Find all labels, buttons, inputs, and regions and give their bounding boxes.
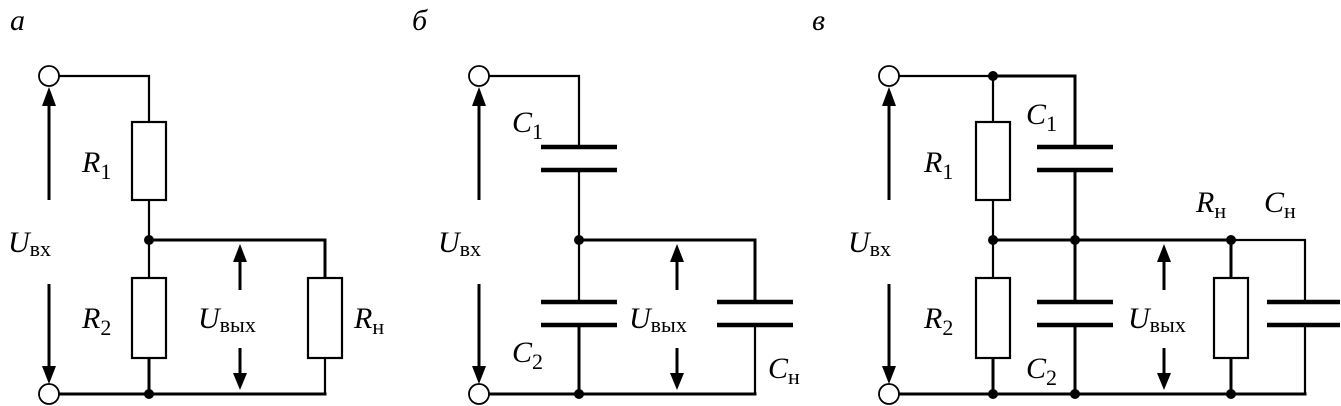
- input-terminal-top: [878, 65, 900, 87]
- arrowhead-icon: [882, 366, 896, 384]
- capacitor-cn: [717, 299, 793, 328]
- junction-dot: [988, 235, 998, 245]
- label-c1: C1: [1026, 98, 1057, 136]
- panel-v: в: [812, 4, 1340, 405]
- panel-b: б: [412, 4, 800, 405]
- resistor-r2: [130, 276, 168, 360]
- junction-dot: [1070, 235, 1080, 245]
- wire-top: [487, 74, 581, 149]
- label-rn: Rн: [353, 302, 384, 339]
- arrowhead-icon: [670, 244, 684, 262]
- wire-top-right: [991, 74, 1077, 149]
- label-r2: R2: [923, 302, 953, 340]
- wire-output-top: [147, 238, 327, 280]
- resistor-r2: [974, 276, 1012, 360]
- capacitor-cn: [1267, 299, 1340, 328]
- label-cn: Cн: [768, 352, 800, 389]
- capacitor-c1: [1037, 144, 1113, 173]
- resistor-r1: [974, 120, 1012, 202]
- junction-dot: [144, 235, 154, 245]
- junction-dot: [988, 389, 998, 399]
- arrowhead-icon: [1157, 373, 1171, 390]
- arrowhead-icon: [472, 366, 486, 384]
- label-cn: Cн: [1264, 186, 1296, 223]
- panel-v-letter: в: [812, 4, 825, 37]
- panel-a: а R1 R2 Uвх Uвых Rн: [8, 4, 384, 405]
- wire-top: [57, 74, 151, 124]
- junction-dot: [988, 71, 998, 81]
- junction-dot: [1226, 235, 1236, 245]
- arrowhead-icon: [233, 373, 247, 390]
- arrowhead-icon: [472, 87, 486, 106]
- input-terminal-bottom: [878, 383, 900, 405]
- arrowhead-icon: [233, 244, 247, 262]
- wire-output-top: [577, 238, 757, 304]
- junction-dot: [144, 389, 154, 399]
- input-terminal-top: [38, 65, 60, 87]
- capacitor-c2: [541, 299, 617, 328]
- resistor-r1: [130, 120, 168, 202]
- arrowhead-icon: [1157, 244, 1171, 262]
- arrowhead-icon: [42, 366, 56, 384]
- label-u-out: Uвых: [1128, 302, 1186, 337]
- arrowhead-icon: [42, 87, 56, 106]
- junction-dot: [1226, 389, 1236, 399]
- label-c2: C2: [1026, 352, 1057, 390]
- label-r1: R1: [923, 146, 953, 184]
- label-u-in: Uвх: [438, 226, 481, 261]
- resistor-rn: [306, 276, 344, 360]
- junction-dot: [574, 235, 584, 245]
- label-u-out: Uвых: [198, 302, 256, 337]
- label-u-in: Uвх: [8, 226, 51, 261]
- arrowhead-icon: [882, 87, 896, 106]
- capacitor-c1: [541, 144, 617, 173]
- junction-dot: [1070, 389, 1080, 399]
- input-terminal-top: [468, 65, 490, 87]
- label-rn: Rн: [1195, 186, 1226, 223]
- panel-a-letter: а: [10, 4, 25, 37]
- arrowhead-icon: [670, 373, 684, 390]
- resistor-rn: [1212, 276, 1250, 360]
- label-u-in: Uвх: [848, 226, 891, 261]
- label-r1: R1: [81, 146, 111, 184]
- junction-dot: [574, 389, 584, 399]
- wire-output-top-right: [1229, 238, 1307, 304]
- input-terminal-bottom: [38, 383, 60, 405]
- input-terminal-bottom: [468, 383, 490, 405]
- panel-b-letter: б: [412, 4, 428, 37]
- label-c2: C2: [512, 336, 543, 374]
- capacitor-c2: [1037, 299, 1113, 328]
- label-r2: R2: [81, 302, 111, 340]
- label-c1: C1: [512, 106, 543, 144]
- label-u-out: Uвых: [629, 302, 687, 337]
